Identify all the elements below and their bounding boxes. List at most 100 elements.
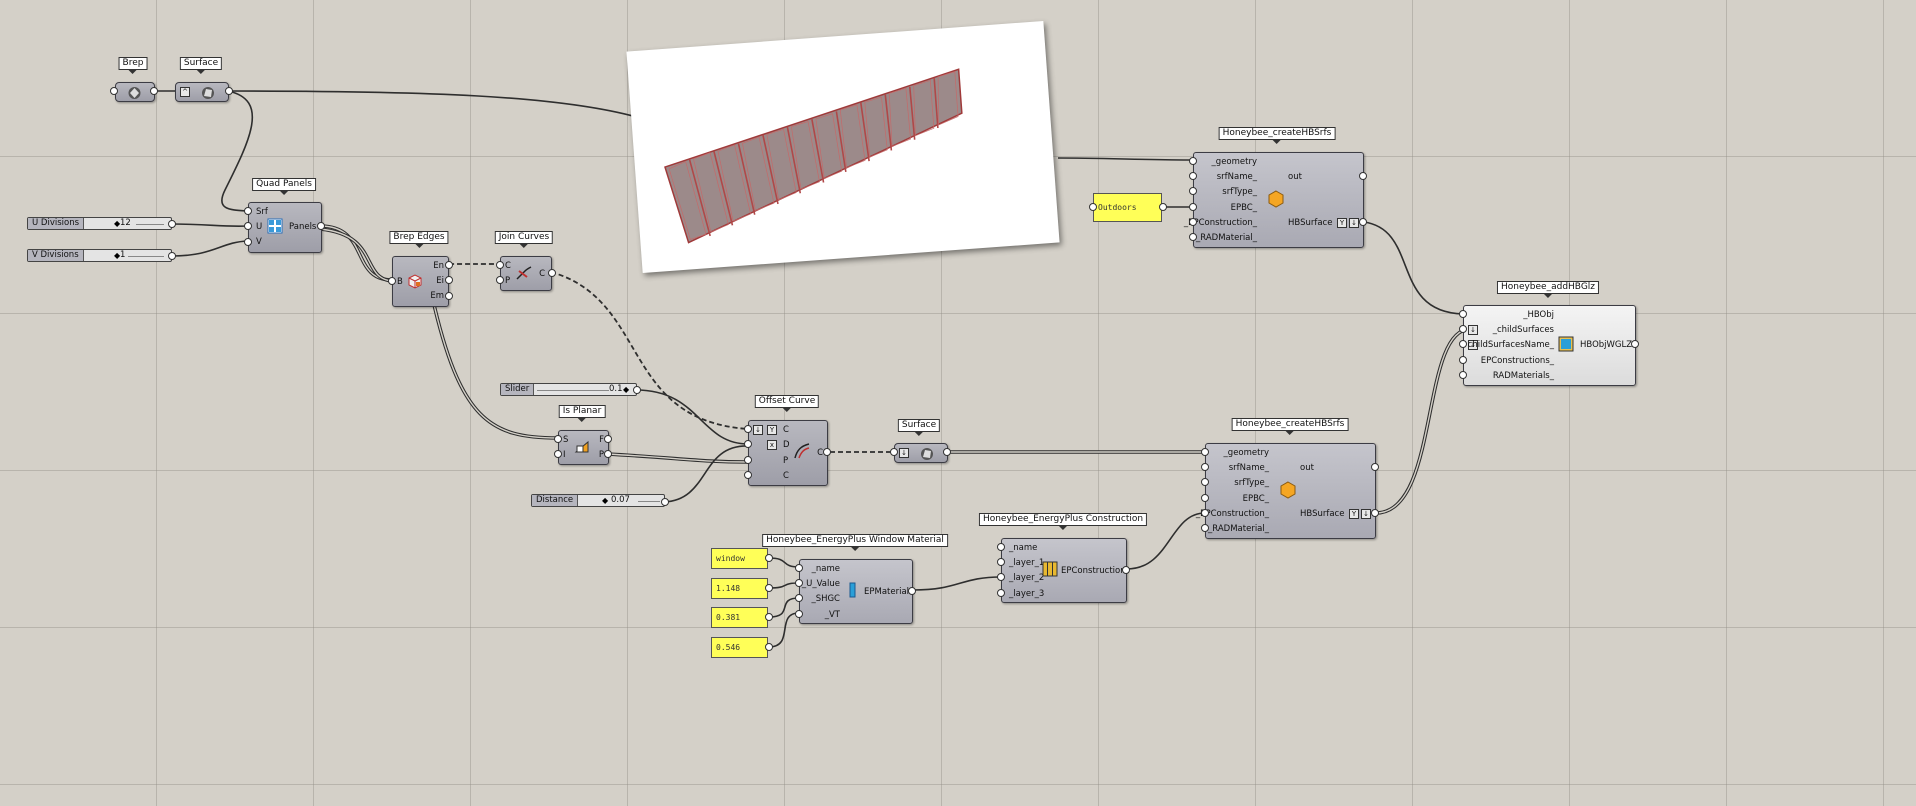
port-dot[interactable] bbox=[1631, 340, 1639, 348]
port-dot[interactable] bbox=[244, 238, 252, 246]
port-dot[interactable] bbox=[765, 554, 773, 562]
port-dot[interactable] bbox=[1201, 478, 1209, 486]
port-dot[interactable] bbox=[997, 543, 1005, 551]
port-dot[interactable] bbox=[496, 276, 504, 284]
port-dot[interactable] bbox=[1359, 172, 1367, 180]
port-dot[interactable] bbox=[765, 584, 773, 592]
port-dot[interactable] bbox=[890, 448, 898, 456]
window-material-component[interactable]: _name _U_Value _SHGC _VT EPMaterial bbox=[799, 559, 913, 624]
port-dot[interactable] bbox=[150, 87, 158, 95]
u-input-label: U bbox=[256, 222, 263, 232]
port-dot[interactable] bbox=[997, 558, 1005, 566]
surface-param[interactable]: ^ bbox=[175, 82, 229, 102]
port-dot[interactable] bbox=[1189, 187, 1197, 195]
port-dot[interactable] bbox=[1201, 448, 1209, 456]
port-dot[interactable] bbox=[1359, 218, 1367, 226]
wire bbox=[319, 225, 393, 281]
port-dot[interactable] bbox=[1189, 203, 1197, 211]
port-dot[interactable] bbox=[1371, 463, 1379, 471]
join-curves-component[interactable]: C P C bbox=[500, 256, 552, 291]
brep-edges-component[interactable]: B En Ei Em bbox=[392, 256, 449, 307]
u-divisions-slider[interactable]: U Divisions 12 ◆ bbox=[27, 217, 172, 230]
offset-slider[interactable]: Slider 0.1 ◆ bbox=[500, 383, 637, 396]
port-dot[interactable] bbox=[1089, 203, 1097, 211]
shgc-panel[interactable]: 0.381 bbox=[711, 607, 768, 628]
port-dot[interactable] bbox=[1189, 157, 1197, 165]
is-planar-component[interactable]: S I F P bbox=[558, 430, 609, 465]
port-dot[interactable] bbox=[765, 613, 773, 621]
port-dot[interactable] bbox=[997, 589, 1005, 597]
distance-slider[interactable]: Distance ◆ 0.07 bbox=[531, 494, 665, 507]
port-dot[interactable] bbox=[445, 276, 453, 284]
port-dot[interactable] bbox=[445, 292, 453, 300]
port-dot[interactable] bbox=[244, 222, 252, 230]
port-dot[interactable] bbox=[388, 277, 396, 285]
port-dot[interactable] bbox=[548, 269, 556, 277]
port-dot[interactable] bbox=[1201, 524, 1209, 532]
slider-grip-icon[interactable]: ◆ bbox=[623, 385, 630, 394]
port-dot[interactable] bbox=[554, 450, 562, 458]
hb-create-srfs-component-2[interactable]: _geometry srfName_ srfType_ EPBC_ _EPCon… bbox=[1196, 443, 1376, 539]
port-dot[interactable] bbox=[554, 435, 562, 443]
port-dot[interactable] bbox=[225, 87, 233, 95]
port-dot[interactable] bbox=[1459, 371, 1467, 379]
port-dot[interactable] bbox=[1201, 509, 1209, 517]
port-dot[interactable] bbox=[1459, 356, 1467, 364]
port-dot[interactable] bbox=[795, 564, 803, 572]
addglz-input-label: _childSurfaces bbox=[1492, 325, 1554, 335]
port-dot[interactable] bbox=[633, 386, 641, 394]
port-dot[interactable] bbox=[1459, 325, 1467, 333]
hb1-input-label: _EPConstruction_ bbox=[1183, 218, 1257, 228]
construction-component[interactable]: _name _layer_1 _layer_2 _layer_3 EPConst… bbox=[1001, 538, 1127, 603]
port-dot[interactable] bbox=[744, 425, 752, 433]
slider-grip-icon[interactable]: ◆ bbox=[114, 219, 121, 228]
port-dot[interactable] bbox=[1459, 310, 1467, 318]
port-dot[interactable] bbox=[110, 87, 118, 95]
port-dot[interactable] bbox=[795, 610, 803, 618]
port-dot[interactable] bbox=[744, 440, 752, 448]
port-dot[interactable] bbox=[317, 222, 325, 230]
port-dot[interactable] bbox=[795, 579, 803, 587]
offset-curve-component[interactable]: ↓ Y C x D P C C bbox=[748, 420, 828, 486]
port-dot[interactable] bbox=[661, 498, 669, 506]
quad-panels-component[interactable]: Srf U V Panels bbox=[248, 202, 322, 253]
port-dot[interactable] bbox=[445, 261, 453, 269]
port-dot[interactable] bbox=[1459, 340, 1467, 348]
port-dot[interactable] bbox=[997, 573, 1005, 581]
outdoors-panel[interactable]: Outdoors bbox=[1093, 193, 1162, 222]
port-dot[interactable] bbox=[744, 471, 752, 479]
port-dot[interactable] bbox=[823, 448, 831, 456]
port-dot[interactable] bbox=[1371, 509, 1379, 517]
port-dot[interactable] bbox=[765, 643, 773, 651]
hb2-input-label: _geometry bbox=[1223, 448, 1269, 458]
port-dot[interactable] bbox=[1159, 203, 1167, 211]
u-divisions-label: U Divisions bbox=[28, 218, 85, 229]
port-dot[interactable] bbox=[168, 252, 176, 260]
port-dot[interactable] bbox=[1201, 463, 1209, 471]
port-dot[interactable] bbox=[244, 207, 252, 215]
port-dot[interactable] bbox=[744, 456, 752, 464]
port-dot[interactable] bbox=[604, 435, 612, 443]
port-dot[interactable] bbox=[943, 448, 951, 456]
vt-panel[interactable]: 0.546 bbox=[711, 637, 768, 658]
window-name-panel[interactable]: window bbox=[711, 548, 768, 569]
u-value-panel[interactable]: 1.148 bbox=[711, 578, 768, 599]
hb-create-srfs-component-1[interactable]: _geometry srfName_ srfType_ EPBC_ _EPCon… bbox=[1184, 152, 1364, 248]
slider-grip-icon[interactable]: ◆ bbox=[114, 251, 121, 260]
port-dot[interactable] bbox=[604, 450, 612, 458]
port-dot[interactable] bbox=[1189, 233, 1197, 241]
port-dot[interactable] bbox=[1122, 566, 1130, 574]
v-divisions-slider[interactable]: V Divisions 1 ◆ bbox=[27, 249, 172, 262]
port-dot[interactable] bbox=[908, 587, 916, 595]
distance-value: 0.07 bbox=[611, 495, 630, 505]
surface2-param[interactable]: ↓ bbox=[894, 443, 948, 463]
port-dot[interactable] bbox=[1189, 172, 1197, 180]
port-dot[interactable] bbox=[1201, 494, 1209, 502]
port-dot[interactable] bbox=[795, 594, 803, 602]
brep-param[interactable] bbox=[115, 82, 155, 102]
port-dot[interactable] bbox=[168, 220, 176, 228]
hb-add-glz-component[interactable]: ↓ ↓ _HBObj _childSurfaces childSurfacesN… bbox=[1463, 305, 1636, 386]
port-dot[interactable] bbox=[1189, 218, 1197, 226]
port-dot[interactable] bbox=[496, 261, 504, 269]
slider-grip-icon[interactable]: ◆ bbox=[602, 496, 609, 505]
